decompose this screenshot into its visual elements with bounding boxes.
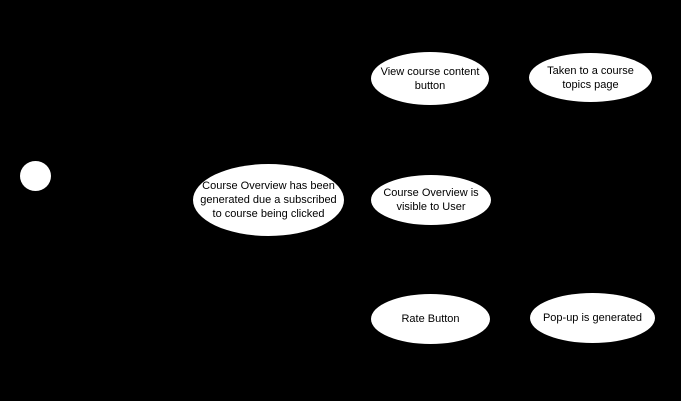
node-view-course-content-button[interactable]: View course content button [371, 52, 489, 105]
node-course-overview-visible-label: Course Overview is visible to User [383, 187, 479, 213]
node-taken-to-course-topics-page-label: Taken to a course topics page [547, 64, 634, 91]
node-course-overview-generated[interactable]: Course Overview has been generated due a… [193, 164, 344, 236]
node-rate-button-label: Rate Button [401, 313, 460, 325]
node-actor-dot[interactable] [20, 161, 51, 191]
node-pop-up-generated-label: Pop-up is generated [542, 312, 643, 324]
node-course-overview-visible[interactable]: Course Overview is visible to User [371, 175, 491, 225]
node-course-overview-generated-label: Course Overview has been generated due a… [200, 180, 337, 220]
node-view-course-content-button-label: View course content button [380, 65, 480, 92]
node-rate-button[interactable]: Rate Button [371, 294, 490, 344]
node-pop-up-generated[interactable]: Pop-up is generated [530, 293, 655, 343]
node-taken-to-course-topics-page[interactable]: Taken to a course topics page [529, 53, 652, 102]
